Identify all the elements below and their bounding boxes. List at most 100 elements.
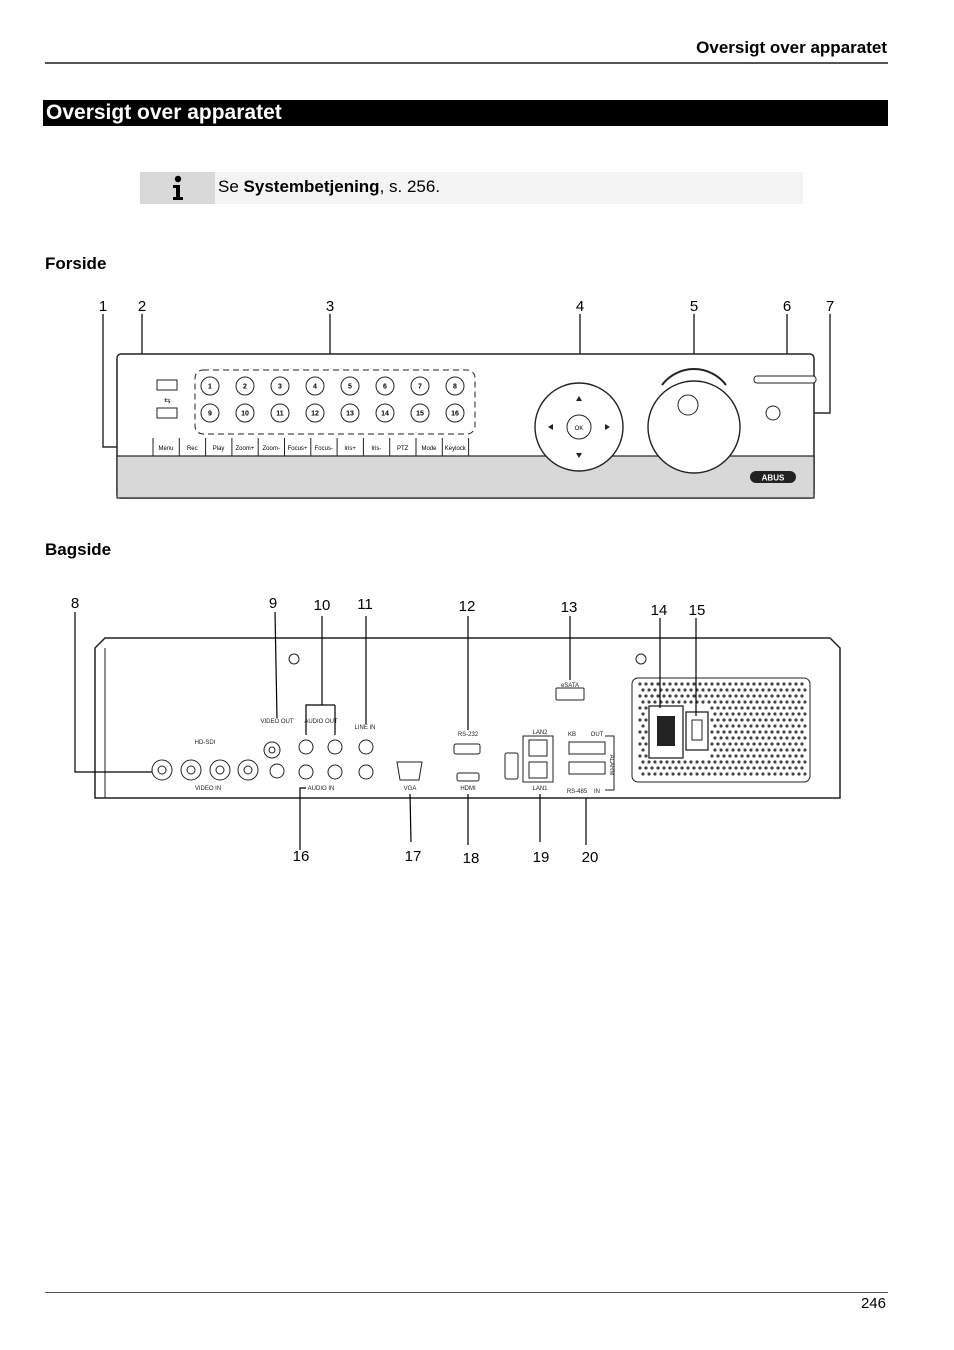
channel-button-5: 5 [340,376,360,396]
footer-rule [45,1292,888,1293]
svg-text:Iris+: Iris+ [344,446,356,452]
back-callout-13: 13 [561,599,578,616]
svg-text:OK: OK [575,426,584,432]
back-callout-16: 16 [293,848,310,865]
channel-button-1: 1 [200,376,220,396]
svg-text:Menu: Menu [158,446,173,452]
channel-button-9: 9 [200,403,220,423]
channel-button-8: 8 [445,376,465,396]
back-callout-12: 12 [459,598,476,615]
function-button-ptz: PTZ [389,438,409,456]
function-button-mode: Mode [415,438,437,456]
svg-text:HD-SDI: HD-SDI [195,740,216,746]
svg-text:KB: KB [568,732,576,738]
function-button-focus-: Focus- [310,438,333,456]
back-callout-20: 20 [582,849,599,866]
svg-text:Mode: Mode [421,446,437,452]
channel-button-15: 15 [410,403,430,423]
function-button-rec: Rec [178,438,198,456]
svg-text:1: 1 [208,384,212,391]
svg-text:14: 14 [381,411,389,418]
function-button-iris-: Iris- [362,438,381,456]
note-text: Se Systembetjening, s. 256. [218,177,440,197]
channel-button-3: 3 [270,376,290,396]
svg-text:Rec: Rec [187,446,198,452]
front-callout-3: 3 [326,298,334,315]
note-suffix: , s. 256. [379,177,441,196]
info-icon [140,172,215,204]
back-callout-14: 14 [651,602,668,619]
svg-text:7: 7 [418,384,422,391]
function-button-keylock: Keylock [441,438,467,456]
back-callout-19: 19 [533,849,550,866]
function-button-zoom-: Zoom+ [231,438,255,456]
channel-button-14: 14 [375,403,395,423]
note-link-text[interactable]: Systembetjening [243,177,380,196]
channel-button-10: 10 [235,403,255,423]
front-callout-7: 7 [826,298,834,315]
svg-text:LINE IN: LINE IN [354,725,375,731]
channel-button-16: 16 [445,403,465,423]
function-button-iris-: Iris+ [336,438,356,456]
svg-text:12: 12 [311,411,319,418]
svg-text:VIDEO OUT: VIDEO OUT [260,719,293,725]
note-box [140,172,803,204]
svg-text:11: 11 [276,411,284,418]
svg-text:ABUS: ABUS [762,474,785,483]
svg-text:6: 6 [383,384,387,391]
svg-text:8: 8 [453,384,457,391]
channel-button-2: 2 [235,376,255,396]
back-callout-17: 17 [405,848,422,865]
svg-text:Keylock: Keylock [445,446,467,452]
svg-text:PTZ: PTZ [397,446,409,452]
front-callout-5: 5 [690,298,698,315]
channel-button-7: 7 [410,376,430,396]
svg-text:HDMI: HDMI [460,786,476,792]
svg-text:Zoom-: Zoom- [263,446,280,452]
back-callout-8: 8 [71,595,79,612]
svg-text:10: 10 [241,411,249,418]
svg-text:5: 5 [348,384,352,391]
back-heading: Bagside [45,540,112,559]
running-header: Oversigt over apparatet [696,38,887,57]
front-heading: Forside [45,254,107,273]
svg-text:2: 2 [243,384,247,391]
header-rule [45,62,888,64]
svg-text:AUDIO IN: AUDIO IN [308,786,335,792]
svg-text:Focus-: Focus- [315,446,333,452]
svg-text:15: 15 [416,411,424,418]
svg-text:Focus+: Focus+ [288,446,308,452]
page-number: 246 [860,1295,886,1312]
svg-text:RS-485: RS-485 [567,789,588,795]
front-callout-6: 6 [783,298,791,315]
front-callout-1: 1 [99,298,107,315]
svg-text:⇆: ⇆ [164,396,171,405]
back-panel-diagram: HD-SDI VIDEO IN VIDEO OUT AUDIO OUT LINE… [71,595,841,867]
back-callout-18: 18 [463,850,480,867]
back-callout-15: 15 [689,602,706,619]
svg-text:RS-232: RS-232 [458,732,479,738]
svg-text:Play: Play [213,446,225,452]
svg-text:LAN1: LAN1 [532,786,548,792]
section-title-bar [43,100,888,126]
svg-text:eSATA: eSATA [561,683,579,689]
svg-text:9: 9 [208,411,212,418]
function-button-zoom-: Zoom- [257,438,280,456]
note-prefix: Se [218,177,244,196]
svg-text:16: 16 [451,411,459,418]
svg-text:3: 3 [278,384,282,391]
svg-text:VGA: VGA [404,786,417,792]
function-button-focus-: Focus+ [284,438,308,456]
channel-button-12: 12 [305,403,325,423]
svg-text:ALARM: ALARM [608,755,614,776]
svg-text:IN: IN [594,789,600,795]
svg-text:Iris-: Iris- [371,446,381,452]
section-title: Oversigt over apparatet [46,101,282,124]
channel-button-13: 13 [340,403,360,423]
svg-text:13: 13 [346,411,354,418]
channel-button-6: 6 [375,376,395,396]
back-callout-9: 9 [269,595,277,612]
svg-text:OUT: OUT [591,732,604,738]
svg-text:4: 4 [313,384,317,391]
